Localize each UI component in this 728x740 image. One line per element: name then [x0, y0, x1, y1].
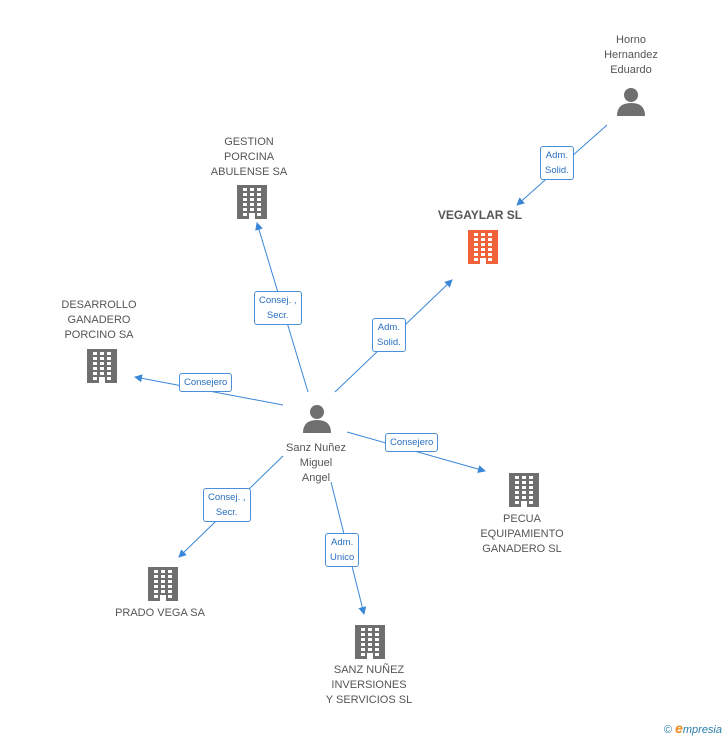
edge-label-sanz-sanzinv[interactable]: Adm. Unico [325, 533, 360, 567]
edge-label-horno-vegaylar[interactable]: Adm. Solid. [540, 146, 574, 180]
edge-label-sanz-prado[interactable]: Consej. , Secr. [203, 488, 251, 522]
person-icon-sanz[interactable] [303, 405, 331, 433]
node-label-horno: Horno Hernandez Eduardo [604, 34, 658, 76]
edge-label-sanz-gestion[interactable]: Consej. , Secr. [254, 291, 302, 325]
node-label-desarrollo: DESARROLLO GANADERO PORCINO SA [61, 299, 137, 341]
building-icon-pecua[interactable] [509, 473, 539, 507]
copyright-symbol: © [663, 724, 673, 736]
edge-label-sanz-desarrollo[interactable]: Consejero [179, 373, 233, 392]
edge-label-sanz-pecua[interactable]: Consejero [385, 433, 439, 452]
node-label-sanz: Sanz Nuñez Miguel Angel [286, 442, 346, 484]
node-label-sanzinv: SANZ NUÑEZ INVERSIONES Y SERVICIOS SL [325, 664, 413, 706]
brand-logo-initial: e [675, 720, 683, 736]
building-icon-sanzinv[interactable] [355, 625, 385, 659]
footer-brand: © empresia [664, 720, 722, 736]
building-icon-vegaylar[interactable] [468, 230, 498, 264]
building-icon-desarrollo[interactable] [87, 349, 117, 383]
node-label-gestion: GESTION PORCINA ABULENSE SA [210, 136, 288, 178]
building-icon-prado[interactable] [148, 567, 178, 601]
building-icon-gestion[interactable] [237, 185, 267, 219]
node-label-prado: PRADO VEGA SA [115, 607, 205, 619]
node-label-pecua: PECUA EQUIPAMIENTO GANADERO SL [480, 513, 564, 555]
node-label-vegaylar: VEGAYLAR SL [437, 208, 523, 222]
edge-label-sanz-vegaylar[interactable]: Adm. Solid. [372, 318, 406, 352]
brand-logo-text: mpresia [682, 724, 722, 736]
person-icon-horno[interactable] [617, 88, 645, 116]
